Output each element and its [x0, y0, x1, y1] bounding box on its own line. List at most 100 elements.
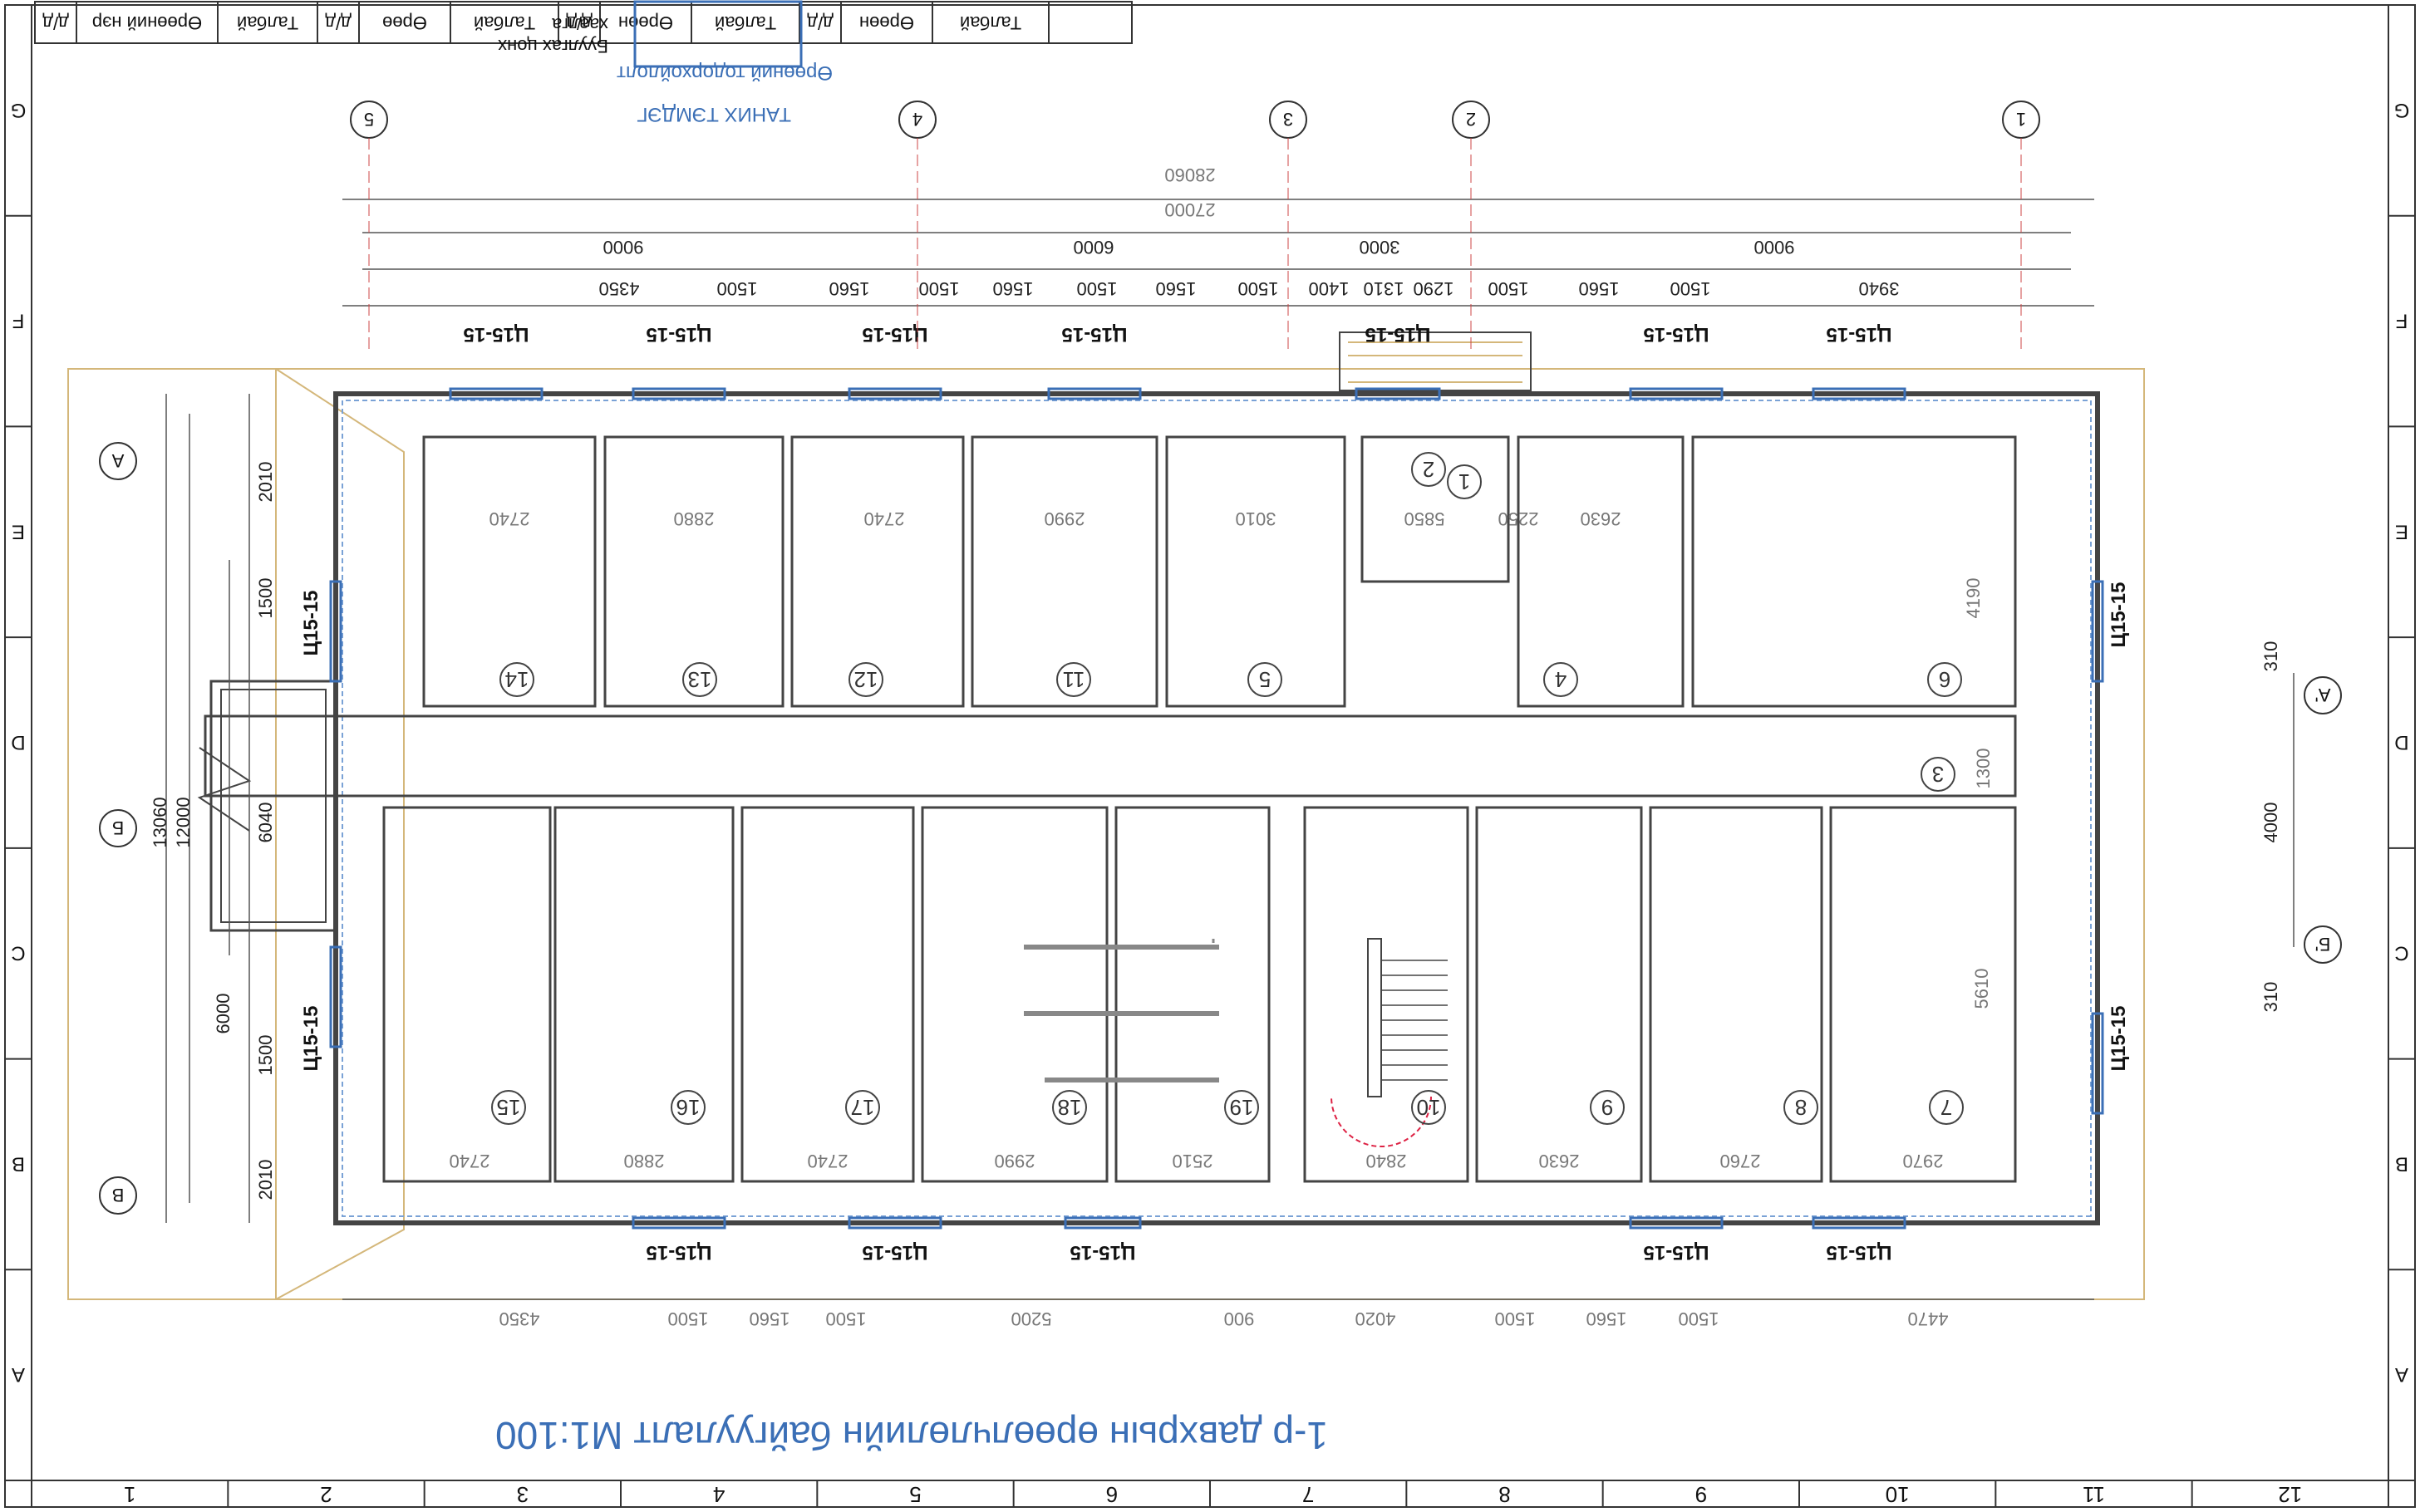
- legend-label-line2: хаалга: [551, 14, 608, 35]
- window-label: Ц15-15: [863, 1241, 928, 1264]
- frame-row-letter: F: [12, 310, 25, 332]
- window-marker: [632, 387, 726, 400]
- break-line: [197, 747, 252, 832]
- window-label: Ц15-15: [1827, 323, 1892, 346]
- room-number-bubble: [491, 1090, 526, 1125]
- dimension-value: 2010: [255, 462, 276, 503]
- room-dimension: 2760: [1720, 1151, 1761, 1171]
- dimension-value: 1500: [717, 278, 758, 299]
- room-number-bubble: [499, 662, 534, 697]
- legend-swatch: [633, 0, 803, 68]
- frame-row-letter: B: [2395, 1152, 2408, 1175]
- axis-bubble: [99, 442, 137, 480]
- dimension-value: 900: [1224, 1308, 1255, 1329]
- room-7: [1829, 806, 2017, 1183]
- entry-stairs: [1339, 331, 1532, 391]
- window-marker: [329, 580, 342, 683]
- frame-row-letter: E: [2395, 520, 2408, 542]
- room-number: 12: [854, 667, 878, 692]
- dimension-value: 1500: [919, 278, 960, 299]
- schedule-header: д/д: [566, 12, 593, 33]
- dimension-value: 12000: [173, 797, 194, 847]
- room-dimension: 2880: [674, 508, 715, 529]
- window-marker: [1047, 387, 1142, 400]
- schedule-header: Талбай: [474, 12, 535, 33]
- room-18: [921, 806, 1109, 1183]
- room-number: 8: [1795, 1095, 1807, 1120]
- dimension-value: 1400: [1309, 278, 1350, 299]
- stair-landing: [1339, 331, 1532, 391]
- window-label: Ц15-15: [464, 323, 529, 346]
- frame-row-letter: D: [11, 731, 25, 754]
- axis-label: В: [112, 1185, 125, 1205]
- dimension-value: 6000: [1074, 237, 1114, 258]
- frame-column-number: 12: [2278, 1482, 2302, 1507]
- room-number: 13: [688, 667, 712, 692]
- axis-label: 3: [1283, 109, 1293, 130]
- plan-title: 1-р давхрын өрөөлчлөлийн байгуулалт М1:1…: [495, 1414, 1328, 1457]
- window-marker: [848, 1216, 942, 1230]
- room-dimension: 4190: [1963, 578, 1984, 619]
- room-dimension: 2880: [624, 1151, 665, 1171]
- room-number-bubble: [848, 662, 883, 697]
- room-number-bubble: [1224, 1090, 1259, 1125]
- dimension-value: 4020: [1355, 1308, 1396, 1329]
- room-dimension: 2630: [1581, 508, 1621, 529]
- dimension-value: 4000: [2260, 803, 2281, 843]
- room-number: 3: [1932, 762, 1944, 787]
- dimension-values: 2806027000900030006000900039401500156015…: [150, 164, 2281, 1329]
- dimension-value: 1310: [1364, 278, 1404, 299]
- room-dimension: 2630: [1539, 1151, 1580, 1171]
- room-number-bubble: [1783, 1090, 1818, 1125]
- frame-column-number: 7: [1302, 1482, 1314, 1507]
- frame-column-number: 6: [1106, 1482, 1118, 1507]
- stair-direction-arrow: [1331, 1096, 1432, 1147]
- axis-label: 2: [1466, 109, 1476, 130]
- room-number: 18: [1058, 1095, 1082, 1120]
- room-dimension: 5610: [1971, 969, 1992, 1009]
- room-11: [971, 435, 1158, 708]
- room-9: [1475, 806, 1643, 1183]
- window-marker: [1064, 1216, 1142, 1230]
- frame-column-number: 3: [517, 1482, 529, 1507]
- frame-column-number: 5: [909, 1482, 921, 1507]
- room-dimension: 2740: [864, 508, 905, 529]
- frame-row-letter: G: [2394, 99, 2410, 121]
- dimension-value: 3940: [1859, 278, 1900, 299]
- window-marker: [1812, 1216, 1906, 1230]
- window-label: Ц15-15: [2108, 582, 2130, 648]
- room-dimension: 2740: [808, 1151, 848, 1171]
- axis-bubble: [2304, 676, 2342, 714]
- frame-row-letter: B: [12, 1152, 25, 1175]
- dimension-value: 1500: [255, 578, 276, 619]
- window-marker: [1355, 387, 1441, 400]
- room-3-corridor: [204, 714, 2017, 798]
- window-marker: [632, 1216, 726, 1230]
- schedule-header: Өрөөн: [618, 12, 673, 33]
- window-label: Ц15-15: [2108, 1006, 2130, 1072]
- schedule-header: Талбай: [960, 12, 1021, 33]
- room-number-bubble: [682, 662, 717, 697]
- room-dimension: 2990: [1045, 508, 1085, 529]
- room-number: 16: [676, 1095, 701, 1120]
- legend-note: ТАНИХ ТЭМДЭГ: [637, 103, 791, 125]
- room-dimension: 2970: [1903, 1151, 1944, 1171]
- room-number: 1: [1458, 469, 1470, 494]
- stair-rail: [1367, 938, 1382, 1097]
- room-dimension: 2740: [489, 508, 530, 529]
- dimension-value: 310: [2260, 982, 2281, 1013]
- room-number-bubble: [1056, 662, 1091, 697]
- sheet-border: [4, 4, 2416, 1508]
- room-number: 15: [497, 1095, 521, 1120]
- room-number: 7: [1940, 1095, 1952, 1120]
- room-number-bubble: [1447, 464, 1482, 499]
- room-number: 2: [1423, 457, 1434, 482]
- staircase: [1331, 938, 1448, 1147]
- dimension-value: 1560: [1156, 278, 1197, 299]
- frame-row-letter: G: [11, 99, 27, 121]
- dimension-value: 13060: [150, 797, 170, 847]
- dimension-value: 1500: [1679, 1308, 1719, 1329]
